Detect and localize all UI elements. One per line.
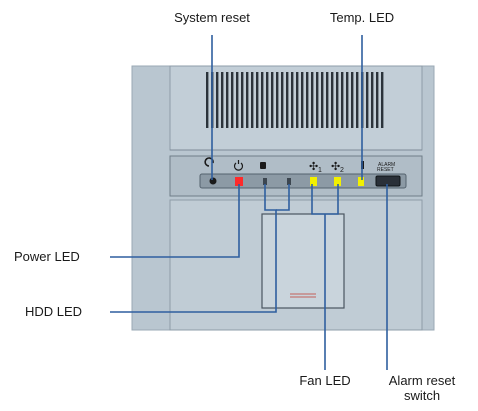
power-icon bbox=[233, 160, 244, 171]
vent-slot bbox=[336, 72, 339, 128]
fan2-icon: ✣ bbox=[331, 160, 340, 173]
label-system-reset: System reset bbox=[174, 10, 250, 25]
reset-icon bbox=[204, 157, 214, 167]
vent-slot bbox=[271, 72, 274, 128]
hdd-led-a bbox=[263, 178, 267, 185]
vent-slot bbox=[256, 72, 259, 128]
vent-slot bbox=[266, 72, 269, 128]
vent-slot bbox=[341, 72, 344, 128]
vent-slot bbox=[236, 72, 239, 128]
callout-lines bbox=[110, 35, 388, 370]
label-alarm-reset-line2: switch bbox=[403, 388, 441, 403]
fan2-led bbox=[334, 177, 341, 186]
vent-slot bbox=[226, 72, 229, 128]
vent-slot bbox=[331, 72, 334, 128]
callout-power-led bbox=[110, 184, 240, 258]
vent-slot bbox=[216, 72, 219, 128]
vent-slot bbox=[286, 72, 289, 128]
vent-slot bbox=[311, 72, 314, 128]
label-power-led: Power LED bbox=[14, 249, 80, 264]
label-alarm-reset-line1: Alarm reset bbox=[388, 373, 456, 388]
vent-slot bbox=[241, 72, 244, 128]
temp-led bbox=[358, 177, 364, 186]
alarm-reset-switch[interactable] bbox=[375, 175, 401, 187]
alarm-text-2: RESET bbox=[377, 167, 394, 173]
label-hdd-led: HDD LED bbox=[25, 304, 83, 319]
vent-slot bbox=[351, 72, 354, 128]
vent-slot bbox=[376, 72, 379, 128]
vent-slot bbox=[356, 72, 359, 128]
label-fan-led: Fan LED bbox=[299, 373, 351, 388]
fan1-subscript: 1 bbox=[318, 167, 322, 174]
vent-slot bbox=[306, 72, 309, 128]
vent-slot bbox=[206, 72, 209, 128]
vent-slot bbox=[221, 72, 224, 128]
vent-slot bbox=[246, 72, 249, 128]
system-reset-button[interactable] bbox=[209, 177, 217, 185]
vent-slots bbox=[206, 72, 384, 128]
vent-slot bbox=[291, 72, 294, 128]
vent-slot bbox=[316, 72, 319, 128]
vent-slot bbox=[321, 72, 324, 128]
alarm-text-1: ALARM bbox=[378, 162, 395, 168]
vent-slot bbox=[231, 72, 234, 128]
callout-hdd-led-b bbox=[276, 184, 290, 211]
vent-slot bbox=[326, 72, 329, 128]
vent-slot bbox=[371, 72, 374, 128]
hdd-icon bbox=[260, 162, 266, 169]
fan2-subscript: 2 bbox=[340, 167, 344, 174]
vent-slot bbox=[261, 72, 264, 128]
fan1-led bbox=[310, 177, 317, 186]
vent-slot bbox=[301, 72, 304, 128]
vent-slot bbox=[381, 72, 384, 128]
vent-slot bbox=[276, 72, 279, 128]
fan1-icon: ✣ bbox=[309, 160, 318, 173]
hdd-led-b bbox=[287, 178, 291, 185]
led-bar bbox=[199, 173, 407, 189]
vent-slot bbox=[251, 72, 254, 128]
vent-slot bbox=[346, 72, 349, 128]
power-led bbox=[235, 177, 243, 186]
vent-slot bbox=[296, 72, 299, 128]
vent-slot bbox=[366, 72, 369, 128]
label-temp-led: Temp. LED bbox=[329, 10, 395, 25]
vent-slot bbox=[281, 72, 284, 128]
